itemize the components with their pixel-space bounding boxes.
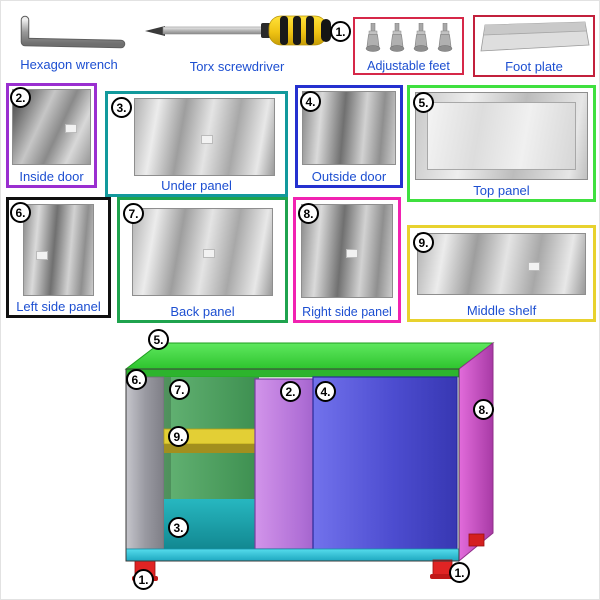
cabinet-bottom-rail — [125, 548, 460, 562]
assembly-callout-under-panel: 3. — [168, 517, 189, 538]
cabinet-left-side-panel — [125, 376, 165, 550]
middle-shelf-image — [417, 233, 586, 295]
foot-plate-image — [480, 21, 590, 52]
part-label-adjustable-feet: Adjustable feet — [367, 59, 450, 73]
assembly-callout-right-side-panel: 8. — [473, 399, 494, 420]
part-box-top-panel: 5. Top panel — [407, 85, 596, 202]
torx-screwdriver-icon — [145, 15, 331, 46]
left-side-panel-image — [23, 204, 94, 296]
tool-torx-screwdriver: Torx screwdriver — [139, 9, 335, 74]
panel-sticker — [528, 262, 540, 271]
adjustable-feet-image — [355, 23, 462, 53]
foot-icon — [413, 23, 428, 52]
part-number-badge-5: 5. — [413, 92, 434, 113]
foot-icon — [389, 23, 404, 52]
assembly-callout-foot-right: 1. — [449, 562, 470, 583]
tool-label-hexagon-wrench: Hexagon wrench — [20, 57, 118, 72]
tool-hexagon-wrench: Hexagon wrench — [9, 13, 129, 72]
assembly-callout-left-side-panel: 6. — [126, 369, 147, 390]
part-label-top-panel: Top panel — [473, 183, 530, 198]
assembly-callout-back-panel: 7. — [169, 379, 190, 400]
part-number-badge-4: 4. — [300, 91, 321, 112]
part-box-outside-door: 4. Outside door — [295, 85, 403, 188]
assembled-cabinet-illustration — [124, 341, 495, 581]
part-label-inside-door: Inside door — [19, 169, 84, 184]
part-label-under-panel: Under panel — [161, 178, 232, 193]
top-panel-inner-face — [427, 102, 576, 170]
panel-sticker — [203, 249, 215, 258]
part-number-badge-3: 3. — [111, 97, 132, 118]
foot-icon — [365, 23, 380, 52]
part-box-under-panel: 3. Under panel — [105, 91, 288, 197]
part-number-badge-9: 9. — [413, 232, 434, 253]
panel-sticker — [346, 249, 358, 258]
cabinet-front-outline — [125, 368, 460, 562]
part-number-badge-6: 6. — [10, 202, 31, 223]
part-number-badge-8: 8. — [298, 203, 319, 224]
assembly-callout-foot-left: 1. — [133, 569, 154, 590]
back-panel-image — [132, 208, 273, 296]
part-box-left-side-panel: 6. Left side panel — [6, 197, 111, 318]
part-box-middle-shelf: 9. Middle shelf — [407, 225, 596, 322]
assembly-callout-outside-door: 4. — [315, 381, 336, 402]
part-label-outside-door: Outside door — [311, 169, 387, 184]
part-label-left-side-panel: Left side panel — [16, 299, 101, 314]
part-number-badge-1: 1. — [330, 21, 351, 42]
part-label-foot-plate: Foot plate — [505, 59, 563, 74]
part-box-back-panel: 7. Back panel — [117, 197, 288, 323]
foot-icon — [437, 23, 452, 52]
part-number-badge-2: 2. — [10, 87, 31, 108]
part-box-right-side-panel: 8. Right side panel — [293, 197, 401, 323]
cabinet-top-panel — [124, 342, 495, 378]
assembly-callout-middle-shelf: 9. — [168, 426, 189, 447]
panel-sticker — [65, 124, 77, 133]
part-label-middle-shelf: Middle shelf — [466, 303, 537, 318]
panel-sticker — [36, 251, 48, 260]
part-box-inside-door: 2. Inside door — [6, 83, 97, 188]
part-box-foot-plate: Foot plate — [473, 15, 595, 77]
panel-sticker — [201, 135, 213, 144]
assembly-callout-inside-door: 2. — [280, 381, 301, 402]
part-label-right-side-panel: Right side panel — [302, 305, 392, 319]
tool-label-torx-screwdriver: Torx screwdriver — [189, 59, 285, 74]
part-number-badge-7: 7. — [123, 203, 144, 224]
part-label-back-panel: Back panel — [170, 304, 235, 319]
hexagon-wrench-icon — [20, 15, 126, 49]
top-panel-image — [415, 92, 588, 180]
cabinet-right-side-panel — [458, 341, 494, 563]
assembly-callout-top-panel: 5. — [148, 329, 169, 350]
cabinet-outside-door — [312, 376, 458, 551]
right-side-panel-image — [301, 204, 393, 298]
part-box-adjustable-feet: 1. Adjustable feet — [330, 17, 464, 75]
under-panel-image — [134, 98, 275, 176]
